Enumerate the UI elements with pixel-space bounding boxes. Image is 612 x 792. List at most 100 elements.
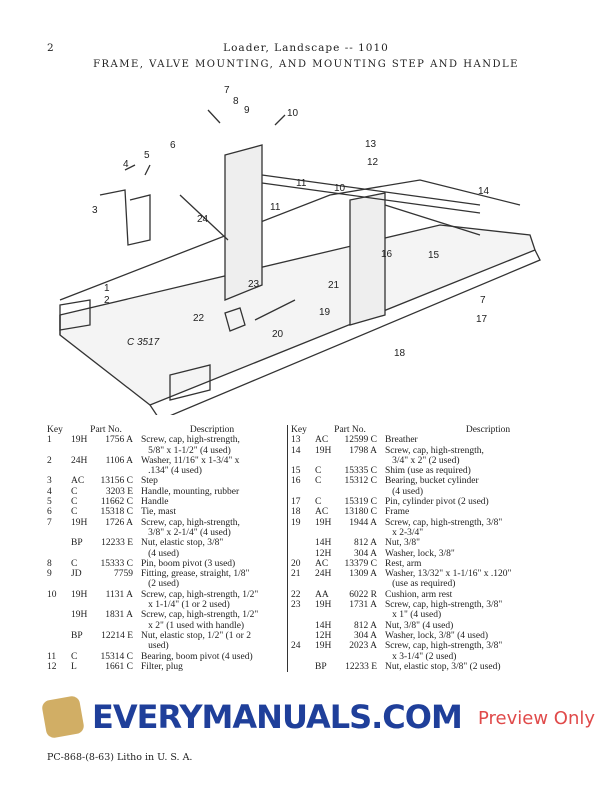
callout-17: 17 [476,314,488,325]
header-description: Description [465,425,511,435]
row-prefix: C [315,497,322,508]
page-number: 2 [47,42,55,54]
row-description: Screw, cap, high-strength, 3/4" x 2" (2 … [385,445,484,466]
row-prefix: L [71,661,77,672]
table-row: 24 19H 2023 A Screw, cap, high-strength, 3/… [291,641,591,662]
row-description: Pin, boom pivot (3 used) [141,558,236,569]
row-prefix: 19H [315,641,332,652]
row-description: Bearing, boom pivot (4 used) [141,651,253,662]
row-key: 2 [47,455,52,466]
row-part-number: 1309 A [349,569,377,580]
row-key [291,621,315,631]
row-prefix: 19H [71,589,88,600]
row-part-number: 812 A [354,538,377,549]
row-part-number: 1798 A [349,445,377,456]
row-description: Breather [385,435,418,446]
row-prefix: 24H [71,455,88,466]
row-description: Bearing, bucket cylinder (4 used) [385,476,479,497]
row-prefix: AA [315,589,329,600]
row-key: 10 [47,589,57,600]
callout-11b: 11 [270,202,281,213]
header-part-no: Part No. [90,425,122,435]
row-description: Screw, cap, high-strength, 3/8" x 3-1/4"… [385,641,503,662]
row-description: Fitting, grease, straight, 1/8" (2 used) [141,569,250,590]
row-description: Washer, lock, 3/8" [385,548,455,559]
row-part-number: 13379 C [344,558,377,569]
row-description: Screw, cap, high-strength, 3/8" x 2-1/4"… [141,517,240,538]
row-key: 7 [47,517,52,528]
row-part-number: 304 A [354,630,377,641]
row-part-number: 12233 E [101,538,133,549]
row-prefix: 19H [71,610,88,621]
table-header: Key Part No. Description [291,425,591,435]
row-part-number: 15312 C [344,476,377,487]
row-description: Screw, cap, high-strength, 1/2" x 1-1/4"… [141,589,259,611]
row-part-number: 11662 C [100,497,133,508]
row-part-number: 15333 C [100,558,133,569]
row-description: Tie, mast [141,507,177,518]
row-description: Nut, 3/8" (4 used) [385,620,454,631]
callout-24: 24 [197,214,209,225]
row-description: Nut, elastic stop, 1/2" (1 or 2 used) [141,630,251,652]
row-part-number: 13180 C [344,507,377,518]
callout-6: 6 [170,140,176,151]
row-prefix: C [315,476,322,487]
row-prefix: JD [71,569,82,580]
row-key: 24 [291,641,301,652]
callout-21: 21 [328,280,340,291]
callout-15: 15 [428,250,440,261]
callout-18: 18 [394,348,406,359]
row-part-number: 6022 R [349,589,377,600]
row-key: 13 [291,435,301,446]
row-key [47,631,71,652]
row-prefix: 14H [315,538,332,549]
watermark-preview: Preview Only [478,708,596,729]
row-part-number: 2023 A [349,641,377,652]
row-description: Screw, cap, high-strength, 3/8" x 1" (4 … [385,600,503,621]
row-description: Nut, elastic stop, 3/8" (2 used) [385,661,501,672]
row-prefix: C [71,486,78,497]
row-part-number: 15335 C [344,466,377,477]
row-key: 5 [47,497,52,508]
row-prefix: AC [315,558,329,569]
callout-14: 14 [478,186,490,197]
row-key: 21 [291,569,301,580]
row-part-number: 1831 A [105,610,133,621]
row-key: 6 [47,507,52,518]
row-prefix: C [71,507,78,518]
row-prefix: C [71,497,78,508]
header-part-no: Part No. [334,425,366,435]
callout-20: 20 [272,329,284,340]
callout-19: 19 [319,307,331,318]
row-part-number: 7759 [114,569,133,580]
row-key [291,662,315,672]
row-key: 22 [291,589,301,600]
callout-12: 12 [367,157,379,168]
row-description: Rest, arm [385,558,422,569]
watermark-logo [40,694,86,740]
row-key [291,549,315,559]
row-description: Handle, mounting, rubber [141,486,240,497]
callout-2: 2 [104,295,110,306]
callout-10b: 10 [334,183,346,194]
